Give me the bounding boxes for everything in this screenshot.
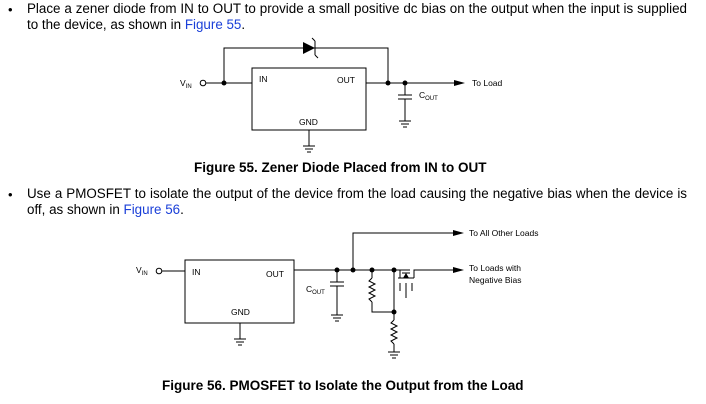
zener-diode-body bbox=[303, 42, 315, 54]
pmosfet-instruction-text: Use a PMOSFET to isolate the output of t… bbox=[27, 186, 687, 217]
pmosfet-body-diode-icon bbox=[403, 273, 409, 278]
zener-text-body: Place a zener diode from IN to OUT to pr… bbox=[27, 1, 687, 32]
cout-label-56: COUT bbox=[306, 284, 325, 296]
out-pin-label-55: OUT bbox=[337, 75, 355, 85]
cout-label-55: COUT bbox=[419, 90, 438, 102]
out-pin-label-56: OUT bbox=[266, 269, 284, 279]
vin-terminal-56 bbox=[155, 267, 163, 275]
resistor-1-lead-bottom bbox=[371, 302, 394, 313]
all-loads-wire bbox=[352, 232, 455, 270]
pmosfet-text-body: Use a PMOSFET to isolate the output of t… bbox=[27, 186, 687, 217]
all-loads-label: To All Other Loads bbox=[469, 228, 538, 238]
neg-bias-wire bbox=[413, 269, 455, 278]
figure-55-caption: Figure 55. Zener Diode Placed from IN to… bbox=[194, 160, 487, 175]
gnd-pin-label-56: GND bbox=[231, 307, 250, 317]
zener-instruction-text: Place a zener diode from IN to OUT to pr… bbox=[27, 1, 687, 32]
pmosfet-text-end: . bbox=[180, 201, 184, 217]
resistor-icon-2 bbox=[389, 319, 399, 345]
vin-terminal-55 bbox=[199, 79, 207, 87]
figure-56-link[interactable]: Figure 56 bbox=[123, 201, 181, 217]
figure-55-schematic: VIN IN OUT GND COUT To Load bbox=[180, 37, 503, 153]
figure-56-caption: Figure 56. PMOSFET to Isolate the Output… bbox=[162, 378, 524, 393]
arrow-right-icon-56b bbox=[453, 267, 464, 273]
vin-label-55: VIN bbox=[180, 78, 192, 90]
bullet-marker: • bbox=[8, 187, 13, 202]
regulator-box-55 bbox=[251, 67, 367, 131]
regulator-box-56 bbox=[184, 259, 295, 324]
bullet-marker: • bbox=[8, 2, 13, 17]
in-pin-label-55: IN bbox=[259, 74, 268, 84]
zener-text-end: . bbox=[241, 16, 246, 32]
figure-56-schematic: VIN IN OUT GND To All Other Loads COUT bbox=[136, 228, 538, 359]
figure-55-link[interactable]: Figure 55 bbox=[184, 16, 242, 32]
resistor-icon-1 bbox=[367, 277, 377, 303]
arrow-right-icon-56a bbox=[453, 230, 464, 236]
vin-label-56: VIN bbox=[136, 265, 148, 277]
zener-cathode-bend-top bbox=[311, 37, 316, 42]
arrow-right-icon-55 bbox=[454, 80, 465, 86]
gnd-pin-label-55: GND bbox=[299, 117, 318, 127]
in-pin-label-56: IN bbox=[192, 267, 201, 277]
to-load-label: To Load bbox=[472, 78, 503, 88]
junction-dot-out-55 bbox=[385, 80, 391, 86]
neg-loads-label-line1: To Loads with bbox=[469, 263, 521, 273]
neg-loads-label-line2: Negative Bias bbox=[469, 275, 521, 285]
zener-cathode-bend-bottom bbox=[314, 54, 319, 59]
